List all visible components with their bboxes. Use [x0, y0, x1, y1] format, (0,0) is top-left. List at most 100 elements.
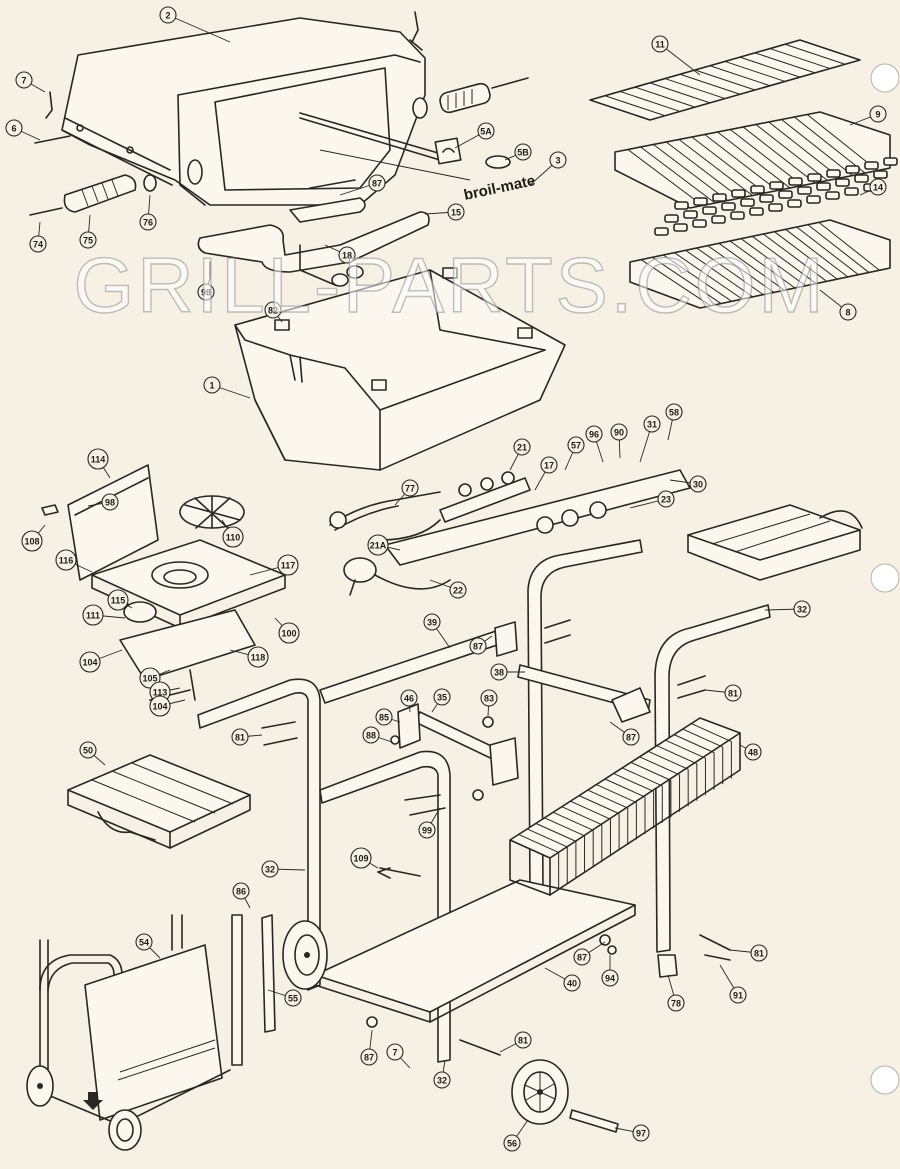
callout-label: 91	[733, 991, 743, 1001]
callout-18: 18	[338, 246, 356, 264]
callout-label: 11	[655, 40, 665, 50]
callout-100: 100	[278, 622, 300, 644]
callout-81b: 81	[231, 728, 249, 746]
callout-77: 77	[401, 479, 419, 497]
callout-label: 8	[845, 308, 850, 318]
callout-91: 91	[729, 986, 747, 1004]
callout-label: 21	[517, 443, 527, 453]
callout-label: 32	[265, 865, 275, 875]
callout-label: 5A	[480, 127, 492, 137]
callout-label: 81	[754, 949, 764, 959]
callout-11: 11	[651, 35, 669, 53]
side-burner-assembly	[41, 464, 286, 701]
callout-label: 85	[379, 713, 389, 723]
callout-117: 117	[277, 554, 299, 576]
callout-label: 7	[21, 76, 26, 86]
binder-holes	[870, 63, 900, 1095]
callout-label: 109	[353, 854, 368, 864]
callout-75: 75	[79, 231, 97, 249]
callout-21a: 21A	[367, 534, 389, 556]
burner	[197, 179, 430, 287]
callout-87b: 87	[469, 637, 487, 655]
callout-label: 90	[614, 428, 624, 438]
callout-label: 32	[797, 605, 807, 615]
callout-label: 23	[661, 495, 671, 505]
callout-label: 54	[139, 938, 149, 948]
callout-label: 75	[83, 236, 93, 246]
callout-label: 39	[427, 618, 437, 628]
callout-label: 74	[33, 240, 43, 250]
callout-83: 83	[480, 689, 498, 707]
callout-label: 117	[281, 561, 296, 571]
cart-assembly-inset	[26, 914, 276, 1151]
callout-15: 15	[447, 203, 465, 221]
callout-56: 56	[503, 1134, 521, 1152]
right-side-shelf	[687, 504, 863, 581]
callout-label: 50	[83, 746, 93, 756]
callout-label: 6	[11, 124, 16, 134]
callout-39: 39	[423, 613, 441, 631]
callout-label: 46	[404, 694, 414, 704]
callout-label: 81	[728, 689, 738, 699]
callout-98a: 98	[197, 283, 215, 301]
callout-8: 8	[839, 303, 857, 321]
cooking-grid-11	[589, 39, 861, 121]
handle-rod-assembly	[299, 11, 529, 181]
callout-label: 113	[153, 688, 168, 698]
callout-23: 23	[657, 490, 675, 508]
watermark-text: GRILL-PARTS.COM	[74, 241, 827, 329]
callout-label: 104	[82, 658, 97, 668]
callout-label: 1	[209, 381, 214, 391]
callout-label: 5B	[517, 148, 529, 158]
callout-label: 7	[392, 1048, 397, 1058]
callout-88: 88	[362, 726, 380, 744]
callout-label: 100	[281, 629, 296, 639]
callout-label: 81	[518, 1036, 528, 1046]
callout-label: 88	[366, 731, 376, 741]
callout-14: 14	[869, 178, 887, 196]
callout-87a: 87	[368, 174, 386, 192]
callout-21: 21	[513, 438, 531, 456]
callout-85: 85	[375, 708, 393, 726]
callout-9: 9	[869, 105, 887, 123]
callout-label: 108	[24, 537, 39, 547]
brand-label: broil-mate	[462, 172, 536, 204]
callout-3: 3	[549, 151, 567, 169]
callout-label: 104	[152, 702, 167, 712]
firebox-bowl	[234, 267, 566, 471]
callout-99: 99	[418, 821, 436, 839]
callout-94: 94	[601, 969, 619, 987]
callout-label: 98	[201, 288, 211, 298]
callout-82: 82	[264, 301, 282, 319]
callout-label: 87	[364, 1053, 374, 1063]
callout-86: 86	[232, 882, 250, 900]
callout-label: 87	[626, 733, 636, 743]
callout-label: 3	[555, 156, 560, 166]
callout-104a: 104	[79, 651, 101, 673]
callout-1: 1	[203, 376, 221, 394]
callout-30: 30	[689, 475, 707, 493]
grate-9	[614, 111, 891, 209]
callout-110: 110	[222, 526, 244, 548]
callout-label: 87	[372, 179, 382, 189]
callout-label: 40	[567, 979, 577, 989]
callout-31: 31	[643, 415, 661, 433]
wheels	[282, 920, 678, 1133]
side-handle	[29, 91, 157, 216]
callout-81c: 81	[750, 944, 768, 962]
callout-118: 118	[247, 646, 269, 668]
callout-label: 118	[251, 653, 266, 663]
callout-97: 97	[632, 1124, 650, 1142]
briquettes-14	[654, 157, 898, 236]
callout-87c: 87	[622, 728, 640, 746]
callout-label: 38	[494, 668, 504, 678]
callout-22: 22	[449, 581, 467, 599]
callout-label: 81	[235, 733, 245, 743]
callout-label: 48	[748, 748, 758, 758]
callout-label: 94	[605, 974, 615, 984]
callout-111: 111	[82, 604, 104, 626]
callout-label: 87	[473, 642, 483, 652]
callout-46: 46	[400, 689, 418, 707]
callout-label: 58	[669, 408, 679, 418]
